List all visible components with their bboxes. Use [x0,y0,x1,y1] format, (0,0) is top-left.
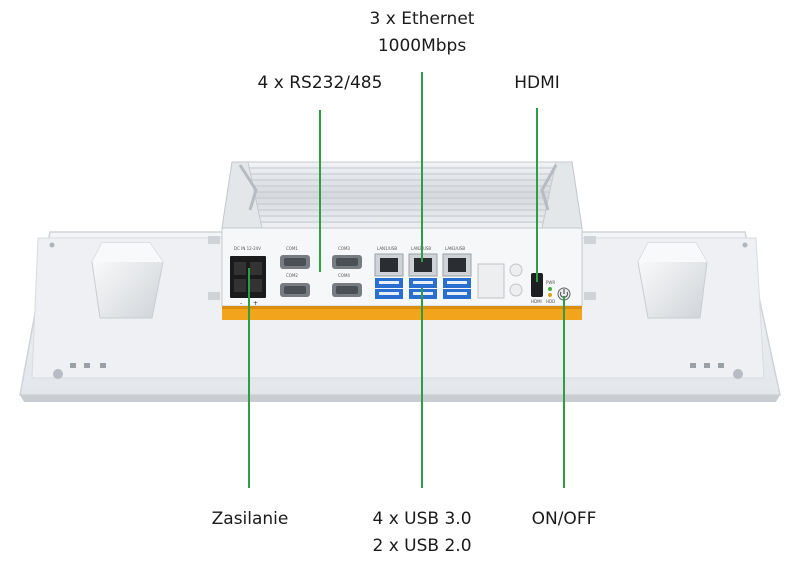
ethernet-label: 3 x Ethernet 1000Mbps [322,6,522,60]
leader-lines [248,72,565,488]
accent-strip [222,306,582,320]
com4-label: COM4 [338,273,350,278]
com-port-1 [280,255,310,269]
hdmi-label: HDMI [514,73,560,93]
blank-cover [477,263,505,299]
plus-mark: + [253,300,258,307]
round-port-1 [509,263,523,277]
lan-usb-stack-1 [374,253,404,299]
hdmi-port-label: HDMI [531,299,542,304]
usb-label-line2: 2 x USB 2.0 [372,536,472,556]
lan3-label: LAN3/USB [445,246,465,251]
dc-in-label: DC IN 12-24V [234,246,261,251]
serial-label: 4 x RS232/485 [257,73,383,93]
com-port-3 [332,255,362,269]
right-mount-foot [637,242,708,319]
com-port-2 [280,283,310,297]
lan-usb-stack-3 [442,253,472,299]
usb-label-line1: 4 x USB 3.0 [372,509,472,529]
pwr-led-label: PWR [546,280,555,285]
com-port-4 [332,283,362,297]
ethernet-label-line2: 1000Mbps [377,36,467,56]
hdd-led [548,293,552,297]
usb-label: 4 x USB 3.0 2 x USB 2.0 [332,506,512,560]
com1-label: COM1 [286,246,298,251]
com3-label: COM3 [338,246,350,251]
com2-label: COM2 [286,273,298,278]
onoff-label: ON/OFF [531,509,597,529]
minus-mark: - [240,300,242,307]
pwr-led [548,287,552,291]
ethernet-label-line1: 3 x Ethernet [369,9,475,29]
power-label: Zasilanie [211,509,289,529]
hdmi-port [531,273,543,297]
round-port-2 [509,283,523,297]
heatsink [221,161,583,229]
hdd-led-label: HDD [546,299,555,304]
lan1-label: LAN1/USB [377,246,397,251]
left-mount-foot [91,242,164,319]
